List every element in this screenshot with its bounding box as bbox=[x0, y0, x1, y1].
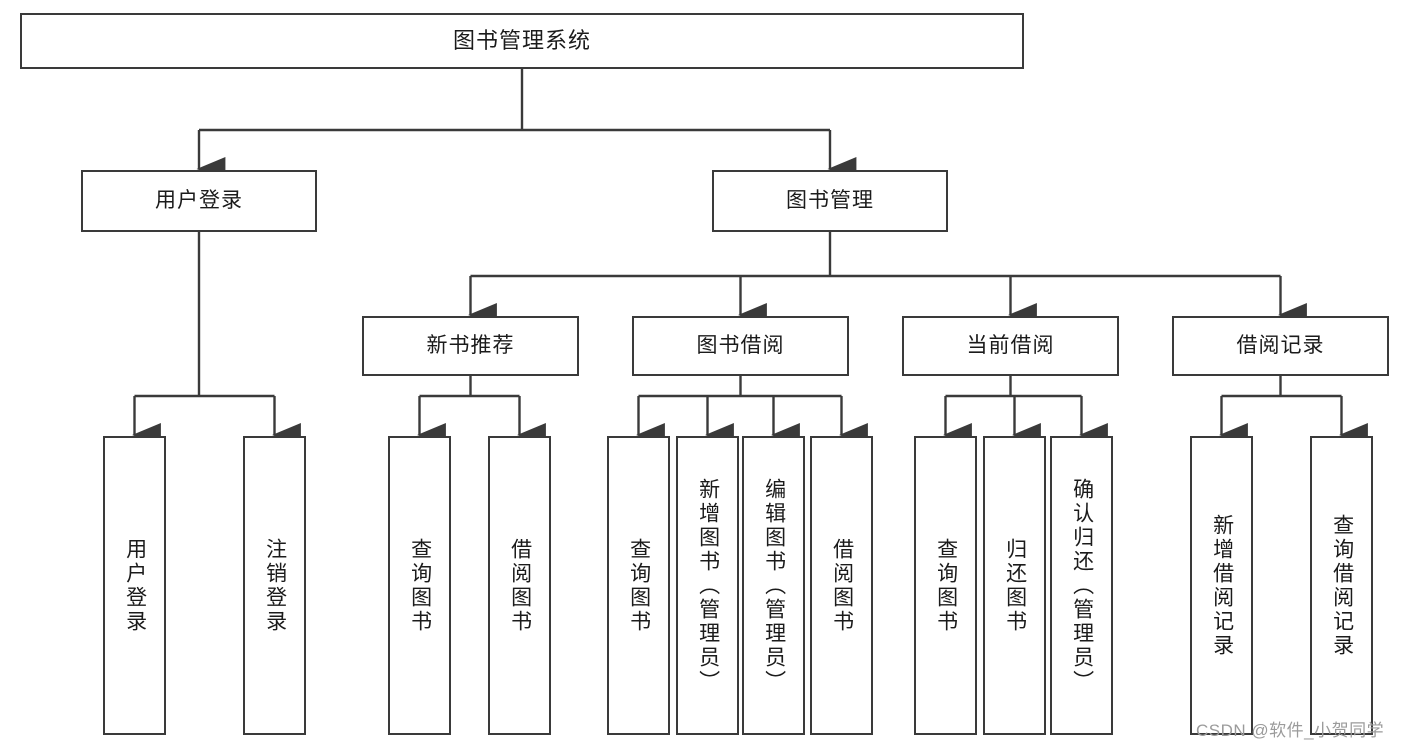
leaf-edit-book-label: 编辑图书（管理员） bbox=[762, 477, 786, 694]
node-current-borrow-label: 当前借阅 bbox=[966, 334, 1055, 358]
leaf-user-login-label: 用户登录 bbox=[123, 537, 147, 634]
node-book-management[interactable]: 图书管理 bbox=[712, 170, 948, 232]
leaf-query-book-2-label: 查询图书 bbox=[627, 537, 651, 634]
leaf-add-book-label: 新增图书（管理员） bbox=[696, 477, 720, 694]
leaf-borrow-book-2[interactable]: 借阅图书 bbox=[810, 436, 873, 735]
node-new-book-recommend-label: 新书推荐 bbox=[426, 334, 515, 358]
leaf-edit-book[interactable]: 编辑图书（管理员） bbox=[742, 436, 805, 735]
node-root-label: 图书管理系统 bbox=[452, 27, 591, 53]
leaf-return-book-label: 归还图书 bbox=[1003, 537, 1027, 634]
leaf-query-book-2[interactable]: 查询图书 bbox=[607, 436, 670, 735]
leaf-query-book-3-label: 查询图书 bbox=[934, 537, 958, 634]
leaf-query-book-3[interactable]: 查询图书 bbox=[914, 436, 977, 735]
node-borrow-record-label: 借阅记录 bbox=[1236, 334, 1325, 358]
leaf-logout[interactable]: 注销登录 bbox=[243, 436, 306, 735]
node-root[interactable]: 图书管理系统 bbox=[20, 13, 1024, 69]
leaf-query-borrow-record-label: 查询借阅记录 bbox=[1330, 513, 1354, 658]
leaf-query-book-1[interactable]: 查询图书 bbox=[388, 436, 451, 735]
leaf-borrow-book-1[interactable]: 借阅图书 bbox=[488, 436, 551, 735]
node-book-borrow[interactable]: 图书借阅 bbox=[632, 316, 849, 376]
leaf-add-book[interactable]: 新增图书（管理员） bbox=[676, 436, 739, 735]
leaf-user-login[interactable]: 用户登录 bbox=[103, 436, 166, 735]
leaf-add-borrow-record[interactable]: 新增借阅记录 bbox=[1190, 436, 1253, 735]
leaf-logout-label: 注销登录 bbox=[263, 537, 287, 634]
leaf-return-book[interactable]: 归还图书 bbox=[983, 436, 1046, 735]
leaf-add-borrow-record-label: 新增借阅记录 bbox=[1210, 513, 1234, 658]
leaf-confirm-return-label: 确认归还（管理员） bbox=[1070, 477, 1094, 694]
node-book-borrow-label: 图书借阅 bbox=[696, 334, 785, 358]
leaf-borrow-book-1-label: 借阅图书 bbox=[508, 537, 532, 634]
watermark: CSDN @软件_小贺同学 bbox=[1196, 721, 1385, 740]
node-book-management-label: 图书管理 bbox=[786, 189, 874, 213]
node-user-login-label: 用户登录 bbox=[155, 189, 243, 213]
leaf-confirm-return[interactable]: 确认归还（管理员） bbox=[1050, 436, 1113, 735]
leaf-query-borrow-record[interactable]: 查询借阅记录 bbox=[1310, 436, 1373, 735]
node-current-borrow[interactable]: 当前借阅 bbox=[902, 316, 1119, 376]
node-new-book-recommend[interactable]: 新书推荐 bbox=[362, 316, 579, 376]
leaf-query-book-1-label: 查询图书 bbox=[408, 537, 432, 634]
node-borrow-record[interactable]: 借阅记录 bbox=[1172, 316, 1389, 376]
leaf-borrow-book-2-label: 借阅图书 bbox=[830, 537, 854, 634]
node-user-login[interactable]: 用户登录 bbox=[81, 170, 317, 232]
